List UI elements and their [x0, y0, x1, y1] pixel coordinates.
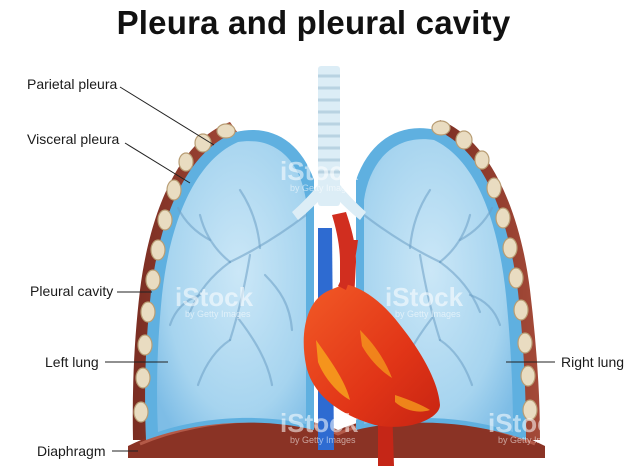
label-diaphragm: Diaphragm: [37, 443, 105, 459]
leader-parietal-pleura: [120, 87, 214, 145]
label-visceral-pleura: Visceral pleura: [27, 131, 119, 147]
label-parietal-pleura: Parietal pleura: [27, 76, 117, 92]
label-right-lung: Right lung: [561, 354, 624, 370]
label-left-lung: Left lung: [45, 354, 99, 370]
label-pleural-cavity: Pleural cavity: [30, 283, 113, 299]
